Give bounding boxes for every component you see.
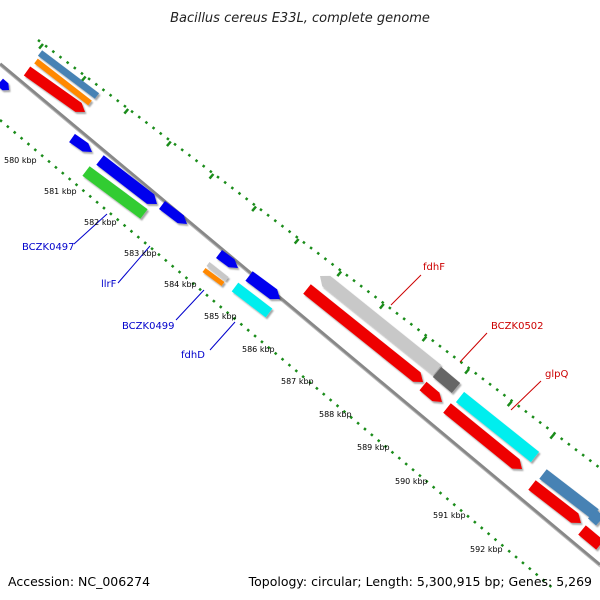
- kbp-label-592: 592 kbp: [470, 545, 503, 554]
- ruler-tick: [421, 335, 428, 342]
- kbp-label-584: 584 kbp: [164, 280, 197, 289]
- map-title: Bacillus cereus E33L, complete genome: [170, 11, 430, 26]
- gene-label-glpq[interactable]: glpQ: [545, 369, 568, 380]
- kbp-label-585: 585 kbp: [204, 312, 237, 321]
- gene-bar-glpq[interactable]: [455, 391, 540, 463]
- gene-label-bczk0497[interactable]: BCZK0497: [22, 242, 75, 253]
- gene-label-bczk0499[interactable]: BCZK0499: [122, 321, 175, 332]
- gene-label-fdhd[interactable]: fdhD: [181, 350, 205, 361]
- leader-bczk0502: [459, 332, 488, 363]
- topology-text: Topology: circular; Length: 5,300,915 bp…: [248, 574, 592, 589]
- gene-bar-blue-edge[interactable]: [0, 78, 9, 91]
- gene-bar-lightgray-1[interactable]: [206, 262, 229, 281]
- ruler-tick: [464, 368, 470, 375]
- gene-bar-blue-5[interactable]: [216, 250, 238, 268]
- gene-bar-blue-4[interactable]: [159, 201, 187, 224]
- feature-group: [0, 50, 600, 550]
- leader-llrf: [117, 245, 151, 284]
- kbp-label-581: 581 kbp: [44, 187, 77, 196]
- kbp-label-583: 583 kbp: [124, 249, 157, 258]
- leader-fdhf: [390, 274, 422, 306]
- kbp-label-580: 580 kbp: [4, 156, 37, 165]
- kbp-label-591: 591 kbp: [433, 511, 466, 520]
- ruler-tick: [251, 205, 257, 212]
- tick-group: [38, 43, 556, 440]
- gene-bar-orange-1[interactable]: [34, 58, 92, 106]
- gene-bar-fdhf[interactable]: [320, 275, 442, 376]
- gene-label-bczk0502[interactable]: BCZK0502: [491, 321, 544, 332]
- ruler-tick: [208, 173, 215, 180]
- label-leader-group: [73, 213, 542, 411]
- gene-bar-steel-1[interactable]: [37, 50, 100, 99]
- gene-bar-bczk0502[interactable]: [432, 367, 461, 393]
- ruler-tick: [293, 238, 300, 245]
- kbp-label-588: 588 kbp: [319, 410, 352, 419]
- ruler-tick: [378, 303, 385, 310]
- gene-bar-orange-2[interactable]: [202, 268, 225, 286]
- ruler-tick: [165, 140, 172, 147]
- leader-fdhd: [209, 321, 236, 351]
- leader-glpq: [510, 380, 542, 411]
- gene-bar-cyan-1[interactable]: [231, 282, 273, 318]
- kbp-label-582: 582 kbp: [84, 218, 117, 227]
- gene-label-llrf[interactable]: llrF: [101, 279, 117, 290]
- gene-bar-blue-3[interactable]: [96, 155, 157, 204]
- leader-bczk0497: [73, 213, 108, 245]
- cds-bar-5[interactable]: [528, 480, 581, 523]
- gene-bar-steel-3[interactable]: [588, 509, 600, 526]
- gene-label-fdhf[interactable]: fdhF: [423, 262, 445, 273]
- kbp-label-590: 590 kbp: [395, 477, 428, 486]
- ruler-tick: [336, 270, 343, 277]
- ruler-tick: [80, 75, 87, 82]
- ruler-tick: [123, 108, 130, 115]
- cds-bar-1[interactable]: [23, 66, 85, 113]
- gene-bar-blue-2[interactable]: [69, 133, 92, 152]
- kbp-label-589: 589 kbp: [357, 443, 390, 452]
- gene-bar-blue-6[interactable]: [245, 271, 280, 300]
- kbp-label-587: 587 kbp: [281, 377, 314, 386]
- cds-bar-6[interactable]: [578, 525, 600, 550]
- ruler-tick: [38, 43, 44, 50]
- cds-bar-2[interactable]: [303, 284, 423, 382]
- outer-dotted-ruler: [37, 39, 600, 469]
- gene-bar-green-1[interactable]: [82, 166, 148, 219]
- inner-dotted-ruler: [0, 119, 556, 591]
- cds-bar-4[interactable]: [443, 403, 522, 469]
- backbone-highlight: [0, 65, 600, 568]
- cds-bar-3[interactable]: [419, 381, 443, 402]
- gene-bar-steel-2[interactable]: [539, 469, 599, 519]
- accession-text: Accession: NC_006274: [8, 574, 150, 589]
- genome-backbone: [0, 62, 600, 567]
- leader-bczk0499: [175, 289, 205, 321]
- ruler-tick: [506, 400, 513, 407]
- kbp-label-586: 586 kbp: [242, 345, 275, 354]
- ruler-tick: [549, 433, 556, 440]
